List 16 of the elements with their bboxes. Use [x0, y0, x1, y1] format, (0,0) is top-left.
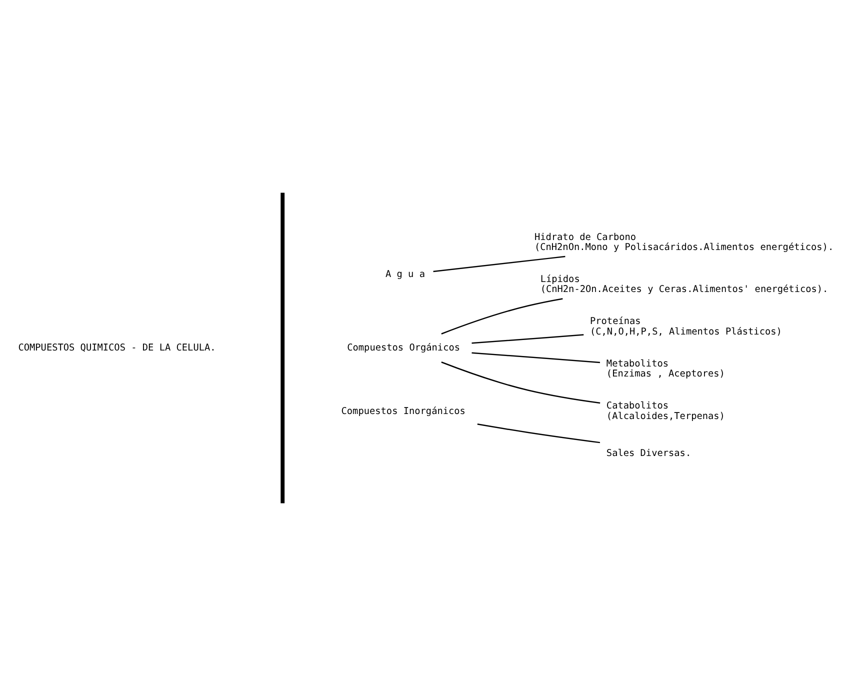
- node-text: Lípidos (CnH2n-2On.Aceites y Ceras.Alimentos' energéticos).: [540, 273, 828, 295]
- node-text: COMPUESTOS QUIMICOS - DE LA CELULA.: [18, 342, 216, 353]
- node-text: Compuestos Orgánicos: [347, 342, 460, 353]
- connector: [472, 334, 584, 344]
- node-text: Metabolitos (Enzimas , Aceptores): [606, 358, 725, 380]
- node-text: Proteínas (C,N,O,H,P,S, Alimentos Plásticos): [590, 316, 782, 337]
- connector: [433, 255, 566, 272]
- connector: [441, 298, 563, 334]
- node-text: A g u a: [385, 268, 425, 280]
- node-text: Hidrato de Carbono (CnH2nOn.Mono y Polisacáridos.Alimentos energéticos).: [534, 231, 834, 252]
- connector: [441, 361, 600, 404]
- node-text: Catabolitos (Alcaloides,Terpenas): [606, 400, 725, 422]
- connector: [472, 352, 600, 363]
- node-text: Sales Diversas.: [606, 448, 692, 459]
- node-text: Compuestos Inorgánicos: [341, 405, 466, 416]
- connector: [477, 423, 600, 443]
